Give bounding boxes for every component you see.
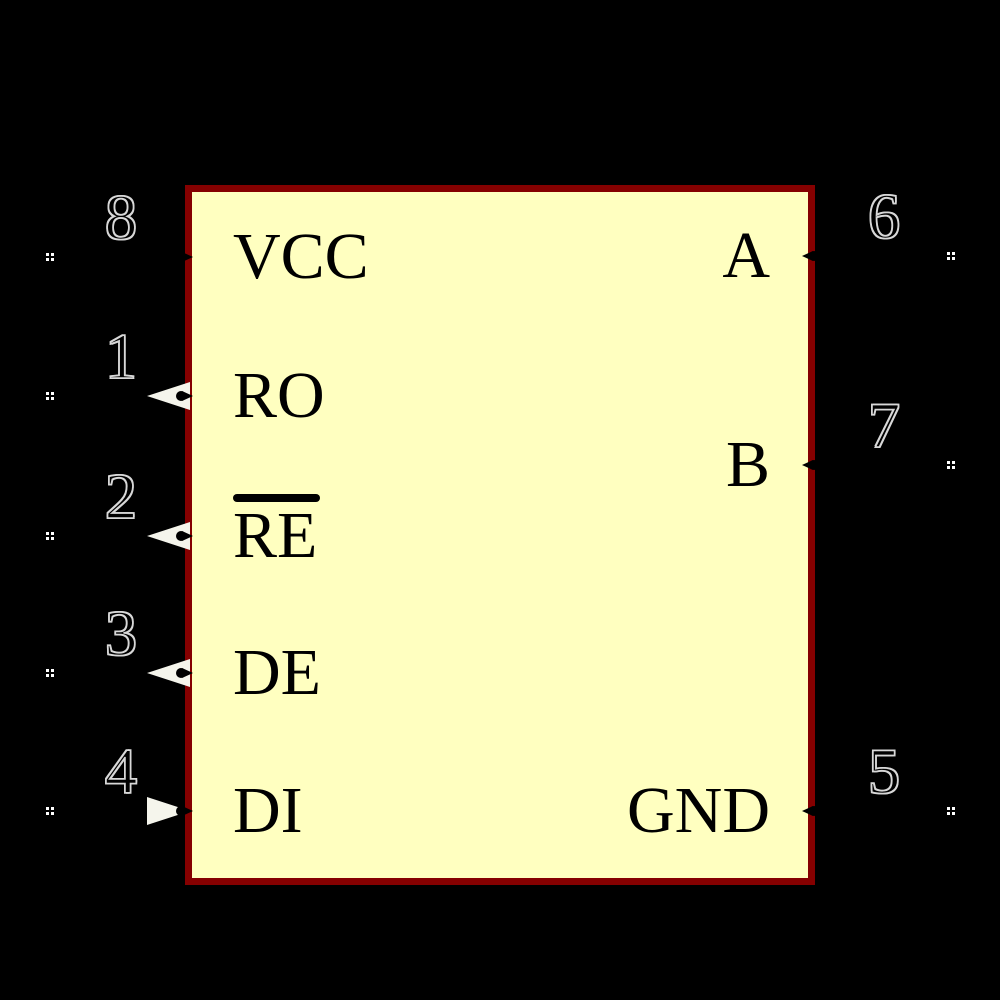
pin-label-de: DE xyxy=(233,636,321,709)
pin-label-vcc: VCC xyxy=(233,220,369,293)
pin-number: 1 xyxy=(104,321,138,393)
re-active-low-overline xyxy=(233,494,320,502)
unconnected-pin-marker[interactable] xyxy=(46,807,49,810)
pin-label-a: A xyxy=(722,219,770,292)
unconnected-pin-marker[interactable] xyxy=(947,807,950,810)
pin-stub-dot xyxy=(802,460,819,470)
pin-number: 2 xyxy=(104,461,138,533)
pin-stub-dot xyxy=(176,668,193,678)
pin-label-b: B xyxy=(725,428,770,501)
unconnected-pin-marker[interactable] xyxy=(947,252,950,255)
pin-stub-dot xyxy=(802,806,819,816)
pin-stub-dot xyxy=(176,531,193,541)
pin-number: 7 xyxy=(867,390,901,462)
pin-stub-dot xyxy=(176,252,193,262)
pin-number: 6 xyxy=(867,181,901,253)
unconnected-pin-marker[interactable] xyxy=(947,461,950,464)
pin-label-gnd: GND xyxy=(627,774,770,847)
unconnected-pin-marker[interactable] xyxy=(46,392,49,395)
unconnected-pin-marker[interactable] xyxy=(46,532,49,535)
pin-stub-dot xyxy=(802,251,819,261)
pin-stub-dot xyxy=(176,806,193,816)
pin-label-di: DI xyxy=(233,774,303,847)
pin-number: 4 xyxy=(104,736,138,808)
pin-label-re: RE xyxy=(233,499,318,572)
pin-number: 5 xyxy=(867,736,901,808)
pin-number: 3 xyxy=(104,598,138,670)
pin-label-ro: RO xyxy=(233,359,325,432)
unconnected-pin-marker[interactable] xyxy=(46,253,49,256)
ic-body[interactable] xyxy=(185,185,815,885)
unconnected-pin-marker[interactable] xyxy=(46,669,49,672)
pin-number: 8 xyxy=(104,182,138,254)
pin-stub-dot xyxy=(176,391,193,401)
